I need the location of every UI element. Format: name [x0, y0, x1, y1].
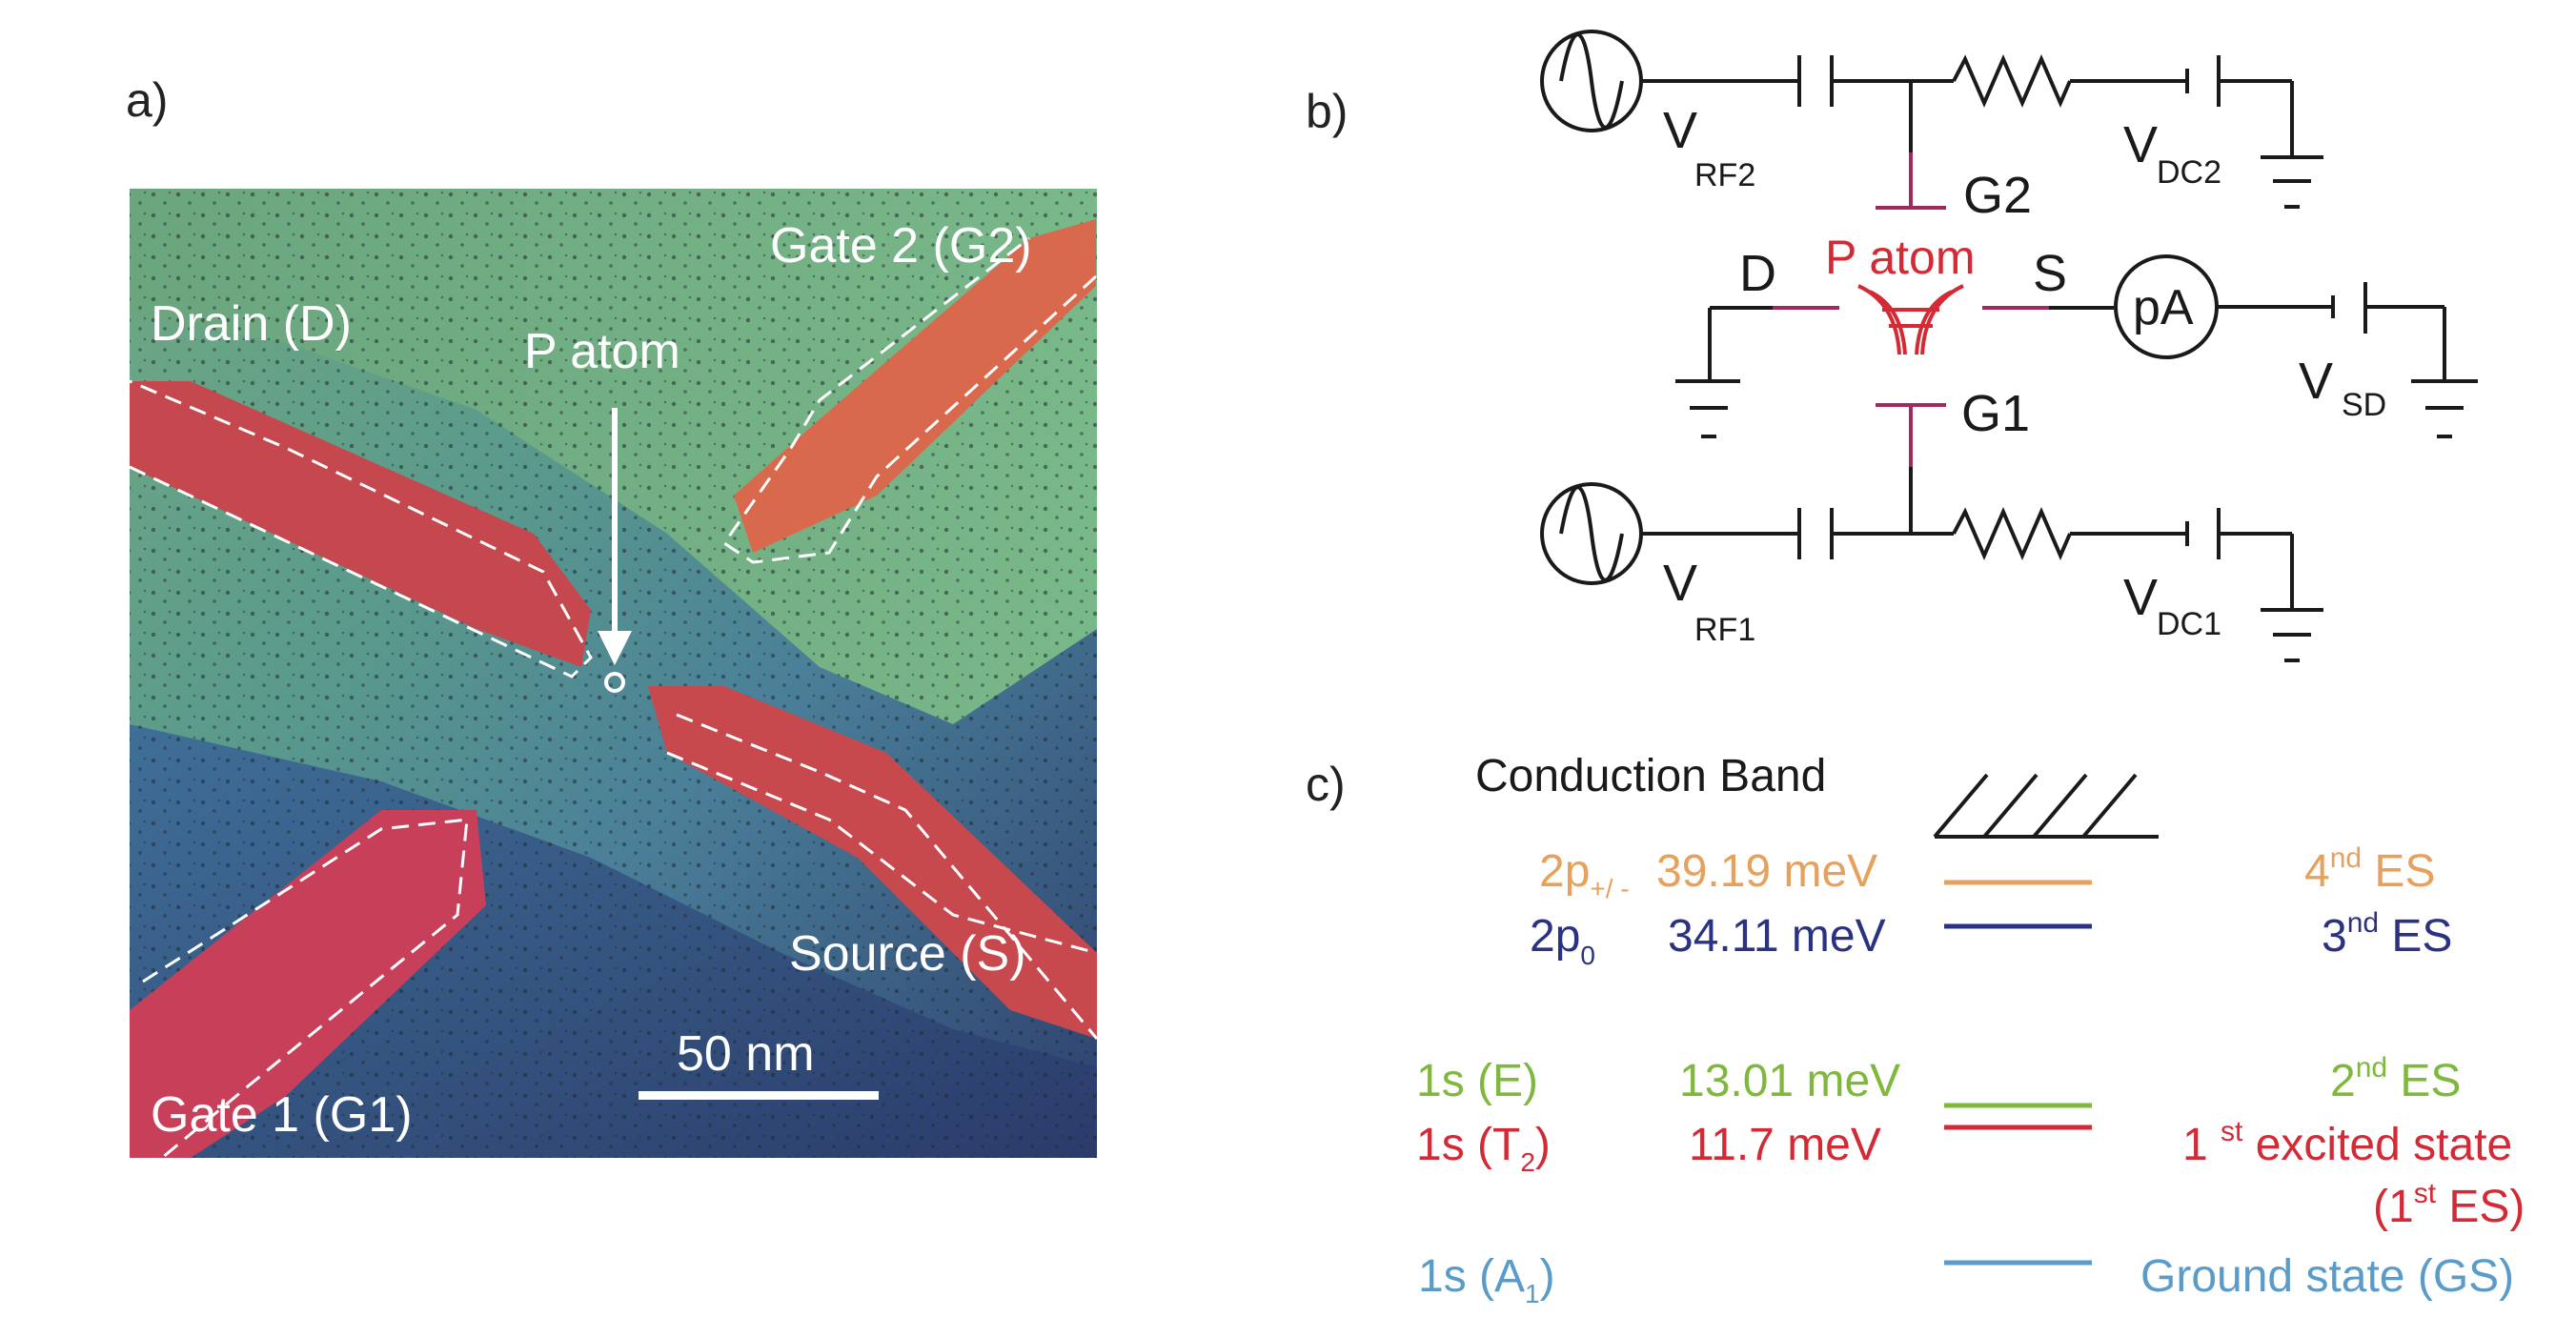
level-1st-es-rest: excited state: [2242, 1120, 2512, 1170]
level-2p-plusminus-state: 2p: [1539, 846, 1590, 897]
scale-bar: [639, 1091, 879, 1100]
rf1-sine-icon: [1559, 485, 1624, 582]
svg-text:1 st excited state: 1 st excited state: [2182, 1116, 2512, 1170]
svg-text:4nd ES: 4nd ES: [2304, 842, 2435, 897]
source-outline: [666, 713, 1099, 1040]
stm-image: Gate 2 (G2) Drain (D) P atom Source (S) …: [129, 189, 1099, 1160]
v-rf2-label: V: [1663, 102, 1697, 159]
svg-text:1s (A1): 1s (A1): [1418, 1251, 1555, 1308]
level-1s-e-state: 1s (E): [1416, 1056, 1538, 1106]
d-label: D: [1739, 245, 1776, 302]
p-atom-arrow-head: [598, 631, 632, 665]
level-3nd-es-rest: ES: [2379, 911, 2452, 962]
level-2p-plusminus-sub: +/ -: [1590, 874, 1629, 903]
p-atom-image-label: P atom: [524, 324, 680, 379]
pa-label: pA: [2133, 280, 2194, 335]
level-2p0-energy: 34.11 meV: [1668, 911, 1886, 962]
v-rf2-sub: RF2: [1694, 157, 1755, 193]
panel-c-label: c): [1306, 758, 1346, 811]
svg-text:3nd ES: 3nd ES: [2322, 907, 2452, 962]
ground-state-label: Ground state (GS): [2140, 1251, 2514, 1302]
level-2nd-es-sup: nd: [2356, 1052, 2387, 1084]
circuit-diagram: [1540, 30, 2478, 662]
svg-text:2p+/ -: 2p+/ -: [1539, 846, 1630, 903]
gate-2-outline: [721, 236, 1098, 564]
v-sd-label: V: [2299, 353, 2333, 410]
svg-text:2p0: 2p0: [1530, 911, 1595, 970]
p-atom-symbol: [1857, 284, 1964, 355]
level-1s-t2-end: ): [1535, 1120, 1551, 1170]
level-1st-es-abbr-a: (1: [2373, 1182, 2414, 1232]
v-dc2-label: V: [2123, 116, 2158, 173]
gate-2-electrode: [734, 219, 1096, 553]
p-atom-marker: [604, 672, 625, 693]
level-1s-a1-end: ): [1540, 1251, 1555, 1302]
resistor-top: [1952, 53, 2072, 109]
level-2p0-state: 2p: [1530, 911, 1580, 962]
s-label: S: [2033, 245, 2067, 302]
drain-label: Drain (D): [151, 296, 352, 352]
gate-2-label: Gate 2 (G2): [770, 218, 1032, 274]
level-1s-t2-sub: 2: [1520, 1147, 1535, 1177]
rf2-sine-icon: [1559, 32, 1624, 130]
level-1s-t2: 1s (T2) 11.7 meV 1 st excited state (1st…: [1416, 1116, 2525, 1232]
svg-text:(1st ES): (1st ES): [2373, 1178, 2525, 1232]
scale-bar-label: 50 nm: [677, 1026, 815, 1082]
panel-b-label: b): [1306, 85, 1348, 138]
level-2p0: 2p0 34.11 meV 3nd ES: [1530, 907, 2452, 970]
energy-levels: [1944, 880, 2092, 1266]
level-3nd-es-sup: nd: [2347, 907, 2379, 939]
g1-label: G1: [1961, 385, 2030, 442]
level-1st-es-abbr-b: ES): [2436, 1182, 2525, 1232]
g2-label: G2: [1963, 167, 2032, 224]
v-dc1-label: V: [2123, 569, 2158, 626]
v-sd-sub: SD: [2342, 387, 2386, 423]
drain-electrode: [130, 381, 591, 667]
level-2nd-es-num: 2: [2330, 1056, 2356, 1106]
level-1s-a1: 1s (A1) Ground state (GS): [1418, 1251, 2514, 1308]
level-1st-es-num: 1: [2182, 1120, 2221, 1170]
device-wires: [1773, 152, 2049, 467]
level-2nd-es-rest: ES: [2387, 1056, 2461, 1106]
v-dc2-sub: DC2: [2157, 154, 2221, 191]
level-1st-es-abbr-sup: st: [2414, 1178, 2437, 1209]
level-1st-es-sup: st: [2221, 1116, 2243, 1147]
v-rf1-sub: RF1: [1694, 612, 1755, 648]
p-atom-circuit-label: P atom: [1825, 231, 1976, 284]
panel-a-label: a): [126, 73, 168, 127]
gate-1-label: Gate 1 (G1): [151, 1087, 413, 1143]
level-1s-e-energy: 13.01 meV: [1679, 1056, 1900, 1106]
conduction-band-label: Conduction Band: [1475, 751, 1826, 801]
level-1s-a1-state: 1s (A: [1418, 1251, 1525, 1302]
level-4th-es-num: 4: [2304, 846, 2330, 897]
level-1s-t2-energy: 11.7 meV: [1689, 1120, 1881, 1170]
conduction-band-hatch: [1933, 773, 2159, 839]
source-label: Source (S): [789, 926, 1026, 982]
gate-1-electrode: [130, 810, 486, 1158]
v-rf1-label: V: [1663, 555, 1697, 612]
level-4th-es-rest: ES: [2362, 846, 2435, 897]
source-electrode: [648, 686, 1097, 1039]
level-2p0-sub: 0: [1580, 941, 1595, 970]
level-1s-e: 1s (E) 13.01 meV 2nd ES: [1416, 1052, 2461, 1106]
svg-text:1s (T2): 1s (T2): [1416, 1120, 1551, 1177]
level-1s-a1-sub: 1: [1525, 1279, 1540, 1308]
level-2p-plusminus-energy: 39.19 meV: [1656, 846, 1877, 897]
svg-text:2nd ES: 2nd ES: [2330, 1052, 2461, 1106]
level-1s-t2-state: 1s (T: [1416, 1120, 1520, 1170]
resistor-bottom: [1952, 506, 2072, 561]
level-3nd-es-num: 3: [2322, 911, 2347, 962]
level-2p-plusminus: 2p+/ - 39.19 meV 4nd ES: [1539, 842, 2435, 903]
v-dc1-sub: DC1: [2157, 606, 2221, 642]
drain-outline: [129, 379, 593, 679]
gate-1-outline: [142, 818, 469, 1160]
level-4th-es-sup: nd: [2330, 842, 2362, 874]
